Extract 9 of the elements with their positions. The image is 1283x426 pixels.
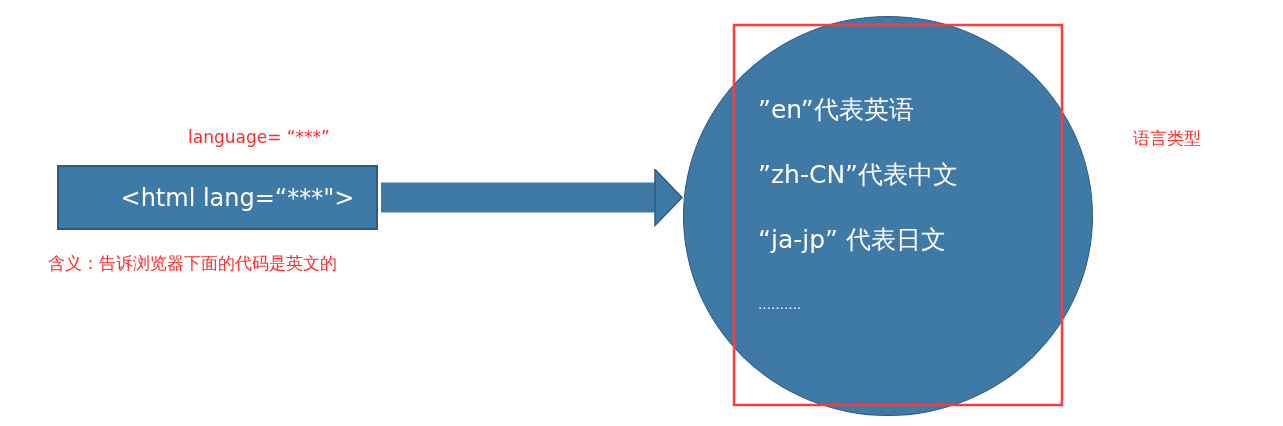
annotation-text: 语言类型	[1133, 127, 1201, 150]
language-code-text: ”en”代表英语	[758, 96, 914, 124]
annotation-text: 含义：告诉浏览器下面的代码是英文的	[48, 252, 337, 275]
code-text: <html lang=“***">	[119, 183, 355, 212]
annotation-text: language= “***”	[188, 127, 330, 147]
language-code-text: ”zh-CN”代表中文	[758, 161, 959, 189]
language-code-text: ……….	[758, 298, 802, 313]
language-code-text: “ja-jp” 代表日文	[758, 226, 946, 254]
code-box	[57, 165, 378, 230]
